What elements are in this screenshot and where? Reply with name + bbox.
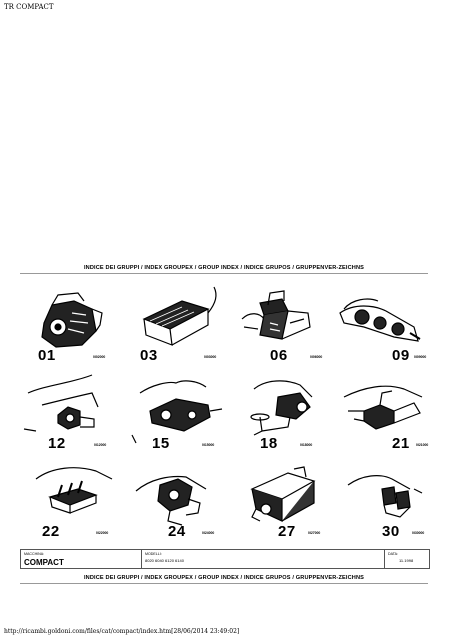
group-code: 0I06000: [310, 355, 323, 359]
group-number: 30: [382, 523, 400, 540]
date-cell: DATA: 11.1998: [385, 550, 429, 568]
date-label: DATA:: [388, 551, 399, 556]
clutch-icon: [339, 298, 421, 342]
radiator-icon: [142, 286, 217, 346]
group-cell-24[interactable]: 24 0I24000: [126, 459, 226, 543]
group-cell-18[interactable]: 18 0I18000: [230, 371, 330, 455]
engine-icon: [41, 292, 103, 348]
models-value: 8020 6040 6120 6140: [145, 558, 184, 563]
brake-icon: [343, 385, 423, 430]
group-cell-06[interactable]: 06 0I06000: [230, 283, 330, 367]
group-code: 0I30000: [412, 531, 425, 535]
steering-icon: [250, 380, 313, 436]
group-cell-09[interactable]: 09 0I09000: [334, 283, 434, 367]
group-code: 0I09000: [414, 355, 427, 359]
group-cell-22[interactable]: 22 0I22000: [22, 459, 122, 543]
group-code: 0I12000: [94, 443, 107, 447]
fuel-lines-icon: [35, 467, 113, 514]
group-cell-15[interactable]: 15 0I15000: [126, 371, 226, 455]
gearbox-icon: [23, 374, 99, 432]
group-cell-21[interactable]: 21 0I21000: [334, 371, 434, 455]
group-number: 27: [278, 523, 296, 540]
group-cell-03[interactable]: 03 0I03000: [126, 283, 226, 367]
group-number: 12: [48, 435, 66, 452]
group-cell-01[interactable]: 01 0I02000: [22, 283, 122, 367]
models-label: MODELLI:: [145, 551, 162, 556]
group-code: 0I15000: [202, 443, 215, 447]
info-box: MACCHINA: COMPACT MODELLI: 8020 6040 612…: [20, 549, 430, 569]
hydraulic-lift-icon: [135, 475, 207, 526]
group-code: 0I03000: [204, 355, 217, 359]
page-footer-url: http://ricambi.goldoni.com/files/cat/com…: [4, 628, 240, 635]
group-number: 01: [38, 347, 56, 364]
group-number: 24: [168, 523, 186, 540]
index-title-bottom: INDICE DEI GRUPPI / INDEX GROUPEX / GROU…: [83, 575, 365, 581]
group-cell-30[interactable]: 30 0I30000: [334, 459, 434, 543]
group-code: 0I21000: [416, 443, 429, 447]
group-number: 18: [260, 435, 278, 452]
group-number: 21: [392, 435, 410, 452]
group-cell-27[interactable]: 27 0I27000: [230, 459, 330, 543]
divider-bottom: [20, 583, 428, 584]
machine-cell: MACCHINA: COMPACT: [21, 550, 142, 568]
group-code: 0I02000: [93, 355, 106, 359]
cab-frame-icon: [250, 466, 316, 522]
group-number: 06: [270, 347, 288, 364]
index-title-top: INDICE DEI GRUPPI / INDEX GROUPEX / GROU…: [83, 265, 365, 271]
machine-label: MACCHINA:: [24, 551, 45, 556]
seat-icon: [347, 475, 423, 518]
group-code: 0I27000: [308, 531, 321, 535]
divider-top: [20, 273, 428, 274]
page-header: TR COMPACT: [4, 3, 54, 11]
group-number: 15: [152, 435, 170, 452]
transmission-icon: [131, 380, 223, 444]
date-value: 11.1998: [399, 558, 414, 563]
group-cell-12[interactable]: 12 0I12000: [22, 371, 122, 455]
exhaust-icon: [241, 290, 311, 340]
group-code: 0I24000: [202, 531, 215, 535]
models-cell: MODELLI: 8020 6040 6120 6140: [142, 550, 385, 568]
group-code: 0I18000: [300, 443, 313, 447]
group-number: 22: [42, 523, 60, 540]
group-number: 09: [392, 347, 410, 364]
machine-value: COMPACT: [24, 558, 64, 567]
group-index-grid: 01 0I02000 03 0I03000: [22, 283, 428, 543]
group-number: 03: [140, 347, 158, 364]
group-code: 0I22000: [96, 531, 109, 535]
